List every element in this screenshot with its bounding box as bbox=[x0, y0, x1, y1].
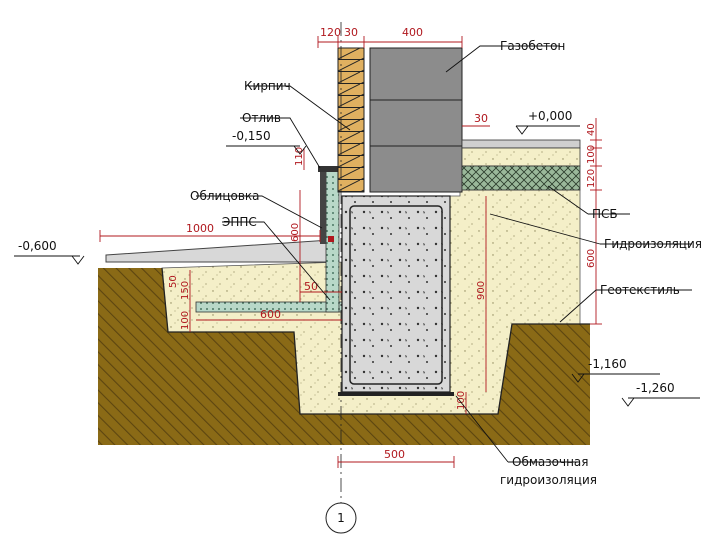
geotextile-line bbox=[161, 267, 590, 415]
psb-insulation bbox=[461, 165, 581, 191]
dim-h-600: 600 bbox=[260, 308, 281, 321]
dim-h-1000: 1000 bbox=[186, 222, 214, 235]
dim-v-600-left: 600 bbox=[290, 223, 301, 242]
dim-v-600-right: 600 bbox=[586, 249, 597, 268]
elevation-m1160: -1,160 bbox=[588, 357, 627, 371]
axis-marker-label: 1 bbox=[337, 511, 345, 525]
foundation-block bbox=[341, 195, 451, 393]
label-epps: ЭППС bbox=[222, 215, 257, 229]
label-obmazochnaya-2: гидроизоляция bbox=[500, 473, 597, 487]
dim-h-50: 50 bbox=[304, 280, 318, 293]
soil-mass bbox=[98, 268, 590, 445]
dim-top-400: 400 bbox=[402, 26, 423, 39]
dim-v-50: 50 bbox=[168, 275, 179, 288]
label-oblicovka: Облицовка bbox=[190, 189, 260, 203]
floor-screed bbox=[461, 147, 581, 167]
leader-lines bbox=[196, 45, 692, 463]
dim-v-900: 900 bbox=[476, 281, 487, 300]
dim-v-120: 120 bbox=[586, 169, 597, 188]
label-kirpich: Кирпич bbox=[244, 79, 291, 93]
label-otliv: Отлив bbox=[242, 111, 281, 125]
axis-marker bbox=[325, 502, 357, 534]
label-psb: ПСБ bbox=[592, 207, 618, 221]
elevation-m0600: -0,600 bbox=[18, 239, 57, 253]
dim-v-100: 100 bbox=[586, 145, 597, 164]
dim-top-30: 30 bbox=[344, 26, 358, 39]
elevation-zero: +0,000 bbox=[528, 109, 572, 123]
label-gidroizolyaciya: Гидроизоляция bbox=[604, 237, 702, 251]
aerated-concrete-wall bbox=[369, 47, 463, 193]
dim-right-30: 30 bbox=[474, 112, 488, 125]
dimension-lines bbox=[99, 36, 602, 468]
label-geotekstil: Геотекстиль bbox=[600, 283, 680, 297]
coating-waterproofing bbox=[338, 392, 454, 396]
foundation-rebar-frame bbox=[349, 205, 443, 385]
label-gazobeton: Газобетон bbox=[500, 39, 565, 53]
label-obmazochnaya-1: Обмазочная bbox=[512, 455, 588, 469]
dim-v-110: 110 bbox=[294, 147, 305, 166]
ebb-flashing bbox=[318, 166, 342, 172]
dim-v-100-left: 100 bbox=[180, 311, 191, 330]
dim-bottom-500: 500 bbox=[384, 448, 405, 461]
facing-layer bbox=[320, 170, 326, 244]
facing-red-mark bbox=[328, 236, 334, 242]
floor-finish bbox=[461, 139, 581, 149]
dim-v-40: 40 bbox=[586, 123, 597, 136]
blind-area-slab bbox=[105, 239, 331, 263]
dim-v-100-bottom: 100 bbox=[456, 391, 467, 410]
elevation-m1260: -1,260 bbox=[636, 381, 675, 395]
dim-v-150: 150 bbox=[180, 281, 191, 300]
brick-wall bbox=[337, 47, 365, 193]
elevation-m0150: -0,150 bbox=[232, 129, 271, 143]
elevation-marks bbox=[14, 125, 700, 407]
dim-top-120: 120 bbox=[320, 26, 341, 39]
